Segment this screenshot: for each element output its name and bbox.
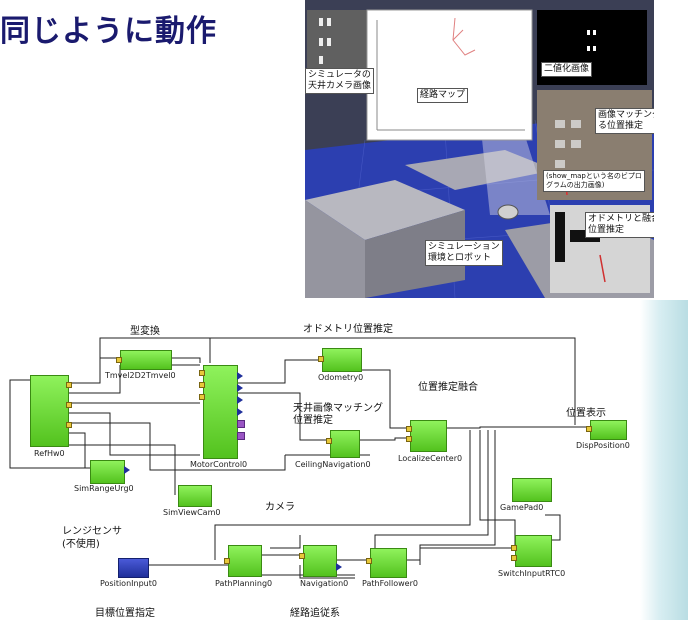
caption-odometry-fusion: オドメトリと融合した 位置推定 — [585, 212, 654, 238]
input-port — [406, 426, 412, 432]
rtc-tmvel[interactable] — [120, 350, 172, 370]
rtc-switch-input-name: SwitchInputRTC0 — [498, 569, 566, 578]
rtc-localize-center[interactable] — [410, 420, 447, 452]
rtc-path-follower-name: PathFollower0 — [362, 579, 418, 588]
label-camera: カメラ — [265, 502, 295, 513]
output-pin — [66, 402, 72, 408]
output-pin — [66, 422, 72, 428]
rtc-refhw[interactable] — [30, 375, 69, 447]
rtc-gamepad[interactable] — [512, 478, 552, 502]
rtc-navigation-name: Navigation0 — [300, 579, 349, 588]
rtc-ceiling-navigation-name: CeilingNavigation0 — [295, 460, 371, 469]
caption-sim-environment: シミュレーション 環境とロボット — [425, 240, 503, 266]
background-glow — [640, 300, 688, 620]
input-port — [199, 382, 205, 388]
input-port — [299, 553, 305, 559]
input-port — [326, 438, 332, 444]
input-port — [199, 394, 205, 400]
output-port — [237, 408, 243, 416]
input-port — [318, 356, 324, 362]
output-port — [237, 372, 243, 380]
rtc-tmvel-name: Tmvel2D2Tmvel0 — [105, 371, 176, 380]
rtc-path-follower[interactable] — [370, 548, 407, 578]
rtc-motor-control[interactable] — [203, 365, 238, 459]
rtc-disp-position-name: DispPosition0 — [576, 441, 630, 450]
service-port — [237, 432, 245, 440]
output-port — [237, 396, 243, 404]
input-port — [511, 545, 517, 551]
rtc-odometry-name: Odometry0 — [318, 373, 364, 382]
rtc-disp-position[interactable] — [590, 420, 627, 440]
rtc-position-input-name: PositionInput0 — [100, 579, 157, 588]
page-heading: 同じように動作 — [0, 14, 217, 49]
label-odometry-estimation: オドメトリ位置推定 — [303, 324, 393, 335]
rtc-sim-range-urg-name: SimRangeUrg0 — [74, 484, 134, 493]
rtc-ceiling-navigation[interactable] — [330, 430, 360, 458]
input-port — [116, 357, 122, 363]
input-port — [366, 558, 372, 564]
caption-binarized: 二値化画像 — [541, 62, 593, 77]
block-top — [305, 180, 465, 240]
simulation-scene — [305, 0, 654, 298]
rtc-sim-view-cam[interactable] — [178, 485, 212, 507]
component-diagram — [9, 337, 590, 579]
caption-matching: 画像マッチングによ る位置推定 — [595, 108, 654, 134]
caption-show-map: (show_mapという名のビプロ グラムの出力画像) — [543, 170, 645, 192]
rtc-path-planning[interactable] — [228, 545, 262, 577]
rtc-switch-input[interactable] — [515, 535, 552, 567]
rtc-sim-range-urg[interactable] — [90, 460, 125, 484]
input-port — [586, 426, 592, 432]
label-ceiling-matching: 天井画像マッチング 位置推定 — [293, 403, 383, 426]
rtc-position-input[interactable] — [118, 558, 149, 578]
output-pin — [66, 382, 72, 388]
simulation-screenshot: シミュレータの 天井カメラ画像 経路マップ 二値化画像 画像マッチングによ る位… — [305, 0, 654, 298]
label-type-conversion: 型変換 — [130, 326, 160, 337]
label-position-fusion: 位置推定融合 — [418, 382, 478, 393]
label-path-following: 経路追従系 — [290, 608, 340, 619]
path-map-plot — [366, 9, 533, 141]
rtc-motor-control-name: MotorControl0 — [190, 460, 248, 469]
caption-path-map: 経路マップ — [417, 88, 469, 103]
rtc-path-planning-name: PathPlanning0 — [215, 579, 273, 588]
service-port — [237, 420, 245, 428]
rtc-gamepad-name: GamePad0 — [500, 503, 544, 512]
label-target-position: 目標位置指定 — [95, 608, 155, 619]
caption-ceiling-camera: シミュレータの 天井カメラ画像 — [305, 68, 375, 94]
input-port — [224, 558, 230, 564]
rtc-refhw-name: RefHw0 — [34, 449, 65, 458]
input-port — [199, 370, 205, 376]
output-port — [336, 563, 342, 571]
label-position-display: 位置表示 — [566, 408, 606, 419]
rtc-navigation[interactable] — [303, 545, 337, 577]
output-port — [237, 384, 243, 392]
label-range-sensor: レンジセンサ (不使用) — [62, 526, 122, 550]
input-port — [406, 436, 412, 442]
rtc-odometry[interactable] — [322, 348, 362, 372]
rtc-localize-center-name: LocalizeCenter0 — [398, 454, 463, 463]
output-port — [124, 466, 130, 474]
robot — [497, 204, 519, 220]
rtc-sim-view-cam-name: SimViewCam0 — [163, 508, 221, 517]
input-port — [511, 555, 517, 561]
